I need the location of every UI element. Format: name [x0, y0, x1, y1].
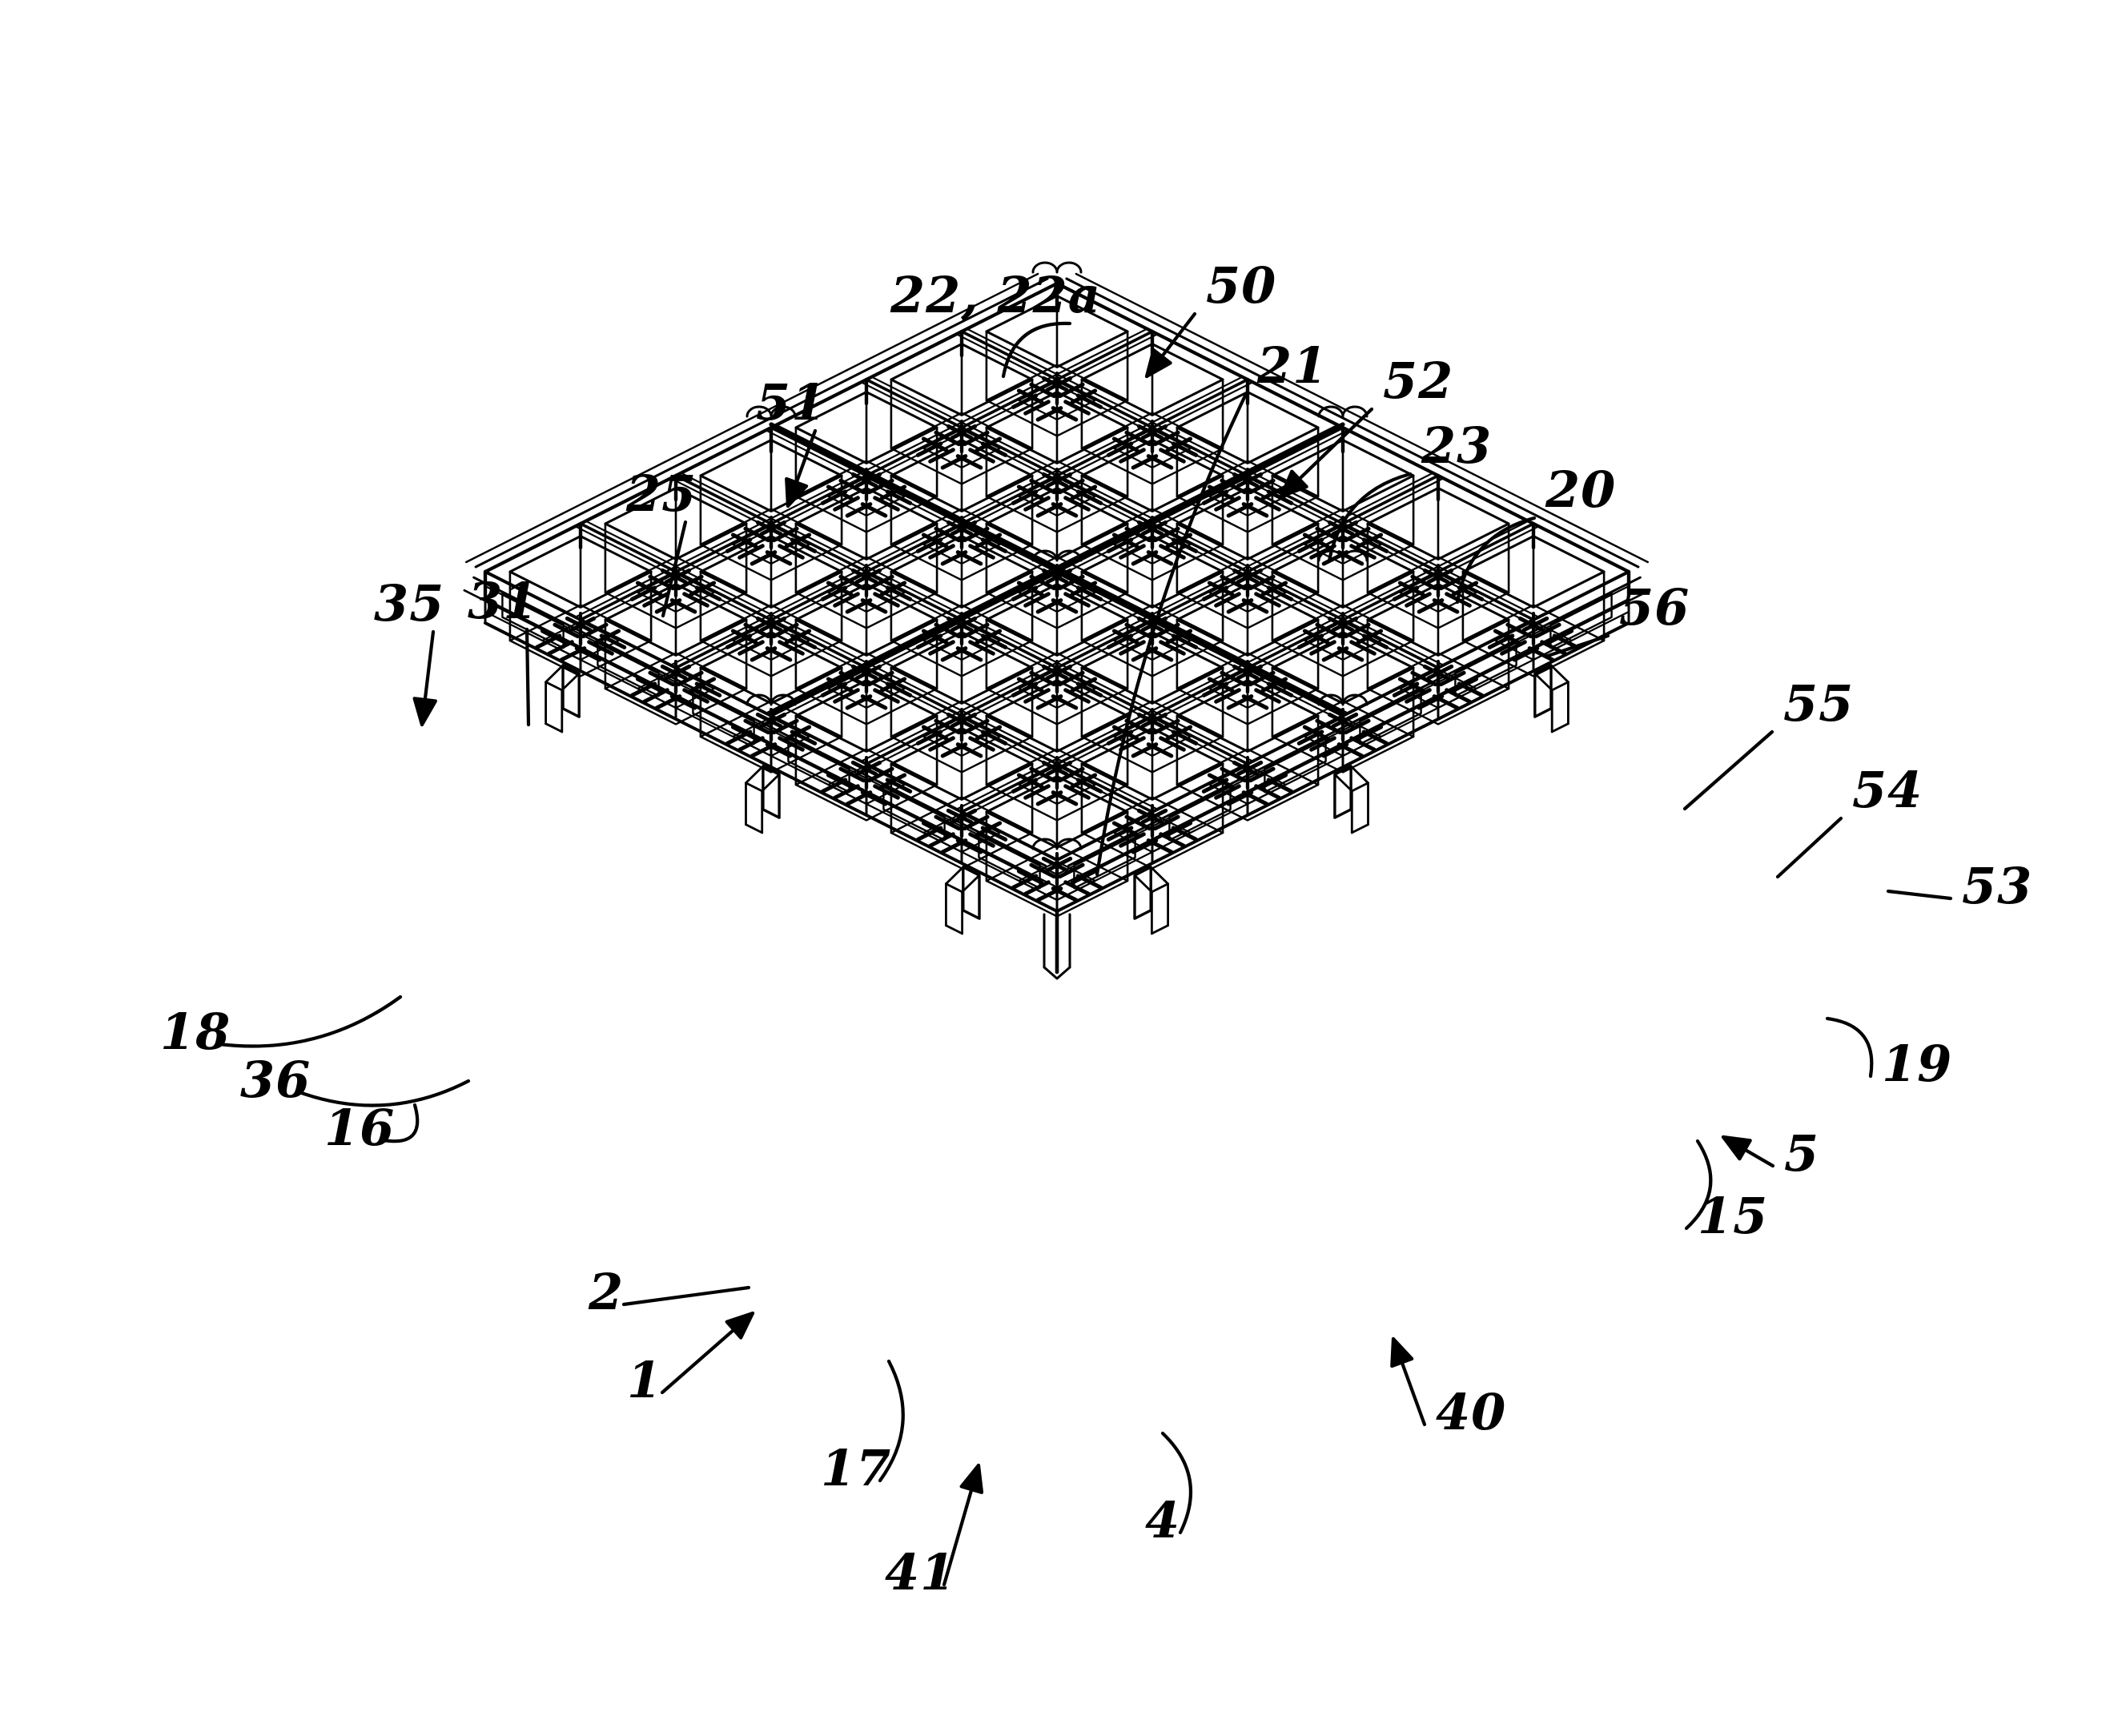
reference-numeral: 54	[1852, 761, 1923, 819]
reference-numeral: 5	[1784, 1124, 1819, 1183]
reference-numeral: 41	[885, 1543, 955, 1601]
reference-numeral: 51	[756, 373, 826, 432]
leader-line	[217, 995, 403, 1048]
leader-arrowhead	[1279, 469, 1308, 499]
reference-numeral: 36	[240, 1051, 311, 1109]
leader-line	[1001, 321, 1072, 379]
reference-numeral: 25	[625, 464, 697, 523]
leader-line	[1825, 1016, 1874, 1079]
leader-line	[661, 520, 688, 618]
leader-lines	[217, 311, 1953, 1587]
reference-numeral: 18	[160, 1003, 231, 1061]
leader-arrowhead	[959, 1463, 984, 1494]
leader-line	[1775, 816, 1843, 879]
leader-line	[1327, 472, 1413, 563]
reference-numeral: 56	[1619, 578, 1690, 637]
leader-line	[878, 1359, 905, 1483]
reference-numeral: 1	[627, 1351, 662, 1409]
reference-numeral: 52	[1383, 352, 1453, 410]
leader-line	[524, 627, 531, 727]
leader-arrowhead	[725, 1311, 755, 1340]
reference-numeral: 22, 22a	[890, 266, 1101, 324]
leader-line	[1543, 633, 1610, 659]
reference-numeral: 50	[1206, 256, 1276, 315]
reference-numeral: 55	[1783, 674, 1854, 733]
reference-numeral: 4	[1145, 1491, 1180, 1549]
reference-numeral: 53	[1962, 857, 2032, 915]
reference-numeral: 19	[1882, 1035, 1952, 1093]
leader-arrowhead	[1721, 1135, 1752, 1161]
leader-line	[1682, 729, 1774, 811]
leader-line	[297, 1079, 471, 1107]
reference-numeral: 20	[1545, 460, 1616, 519]
leader-line	[381, 1103, 420, 1143]
leader-line	[1684, 1139, 1713, 1231]
reference-numeral: 21	[1256, 336, 1328, 395]
leader-line	[1455, 516, 1537, 605]
leader-line	[1160, 1431, 1193, 1535]
reference-numeral: 17	[821, 1439, 891, 1497]
reference-numeral: 40	[1436, 1383, 1506, 1441]
reference-numeral: 2	[588, 1263, 624, 1321]
reference-numeral: 16	[324, 1099, 395, 1157]
leader-arrowhead	[412, 697, 438, 727]
leader-arrowhead	[785, 476, 809, 508]
leader-line	[1095, 392, 1248, 877]
reference-numeral: 15	[1698, 1187, 1768, 1245]
leader-line	[1886, 889, 1953, 901]
leader-arrowhead	[1390, 1336, 1414, 1368]
leader-arrowhead	[1144, 348, 1172, 379]
reference-numeral: 23	[1421, 416, 1492, 475]
leader-line	[621, 1285, 751, 1307]
reference-numeral: 31	[468, 572, 538, 630]
reference-numeral: 35	[374, 574, 444, 633]
